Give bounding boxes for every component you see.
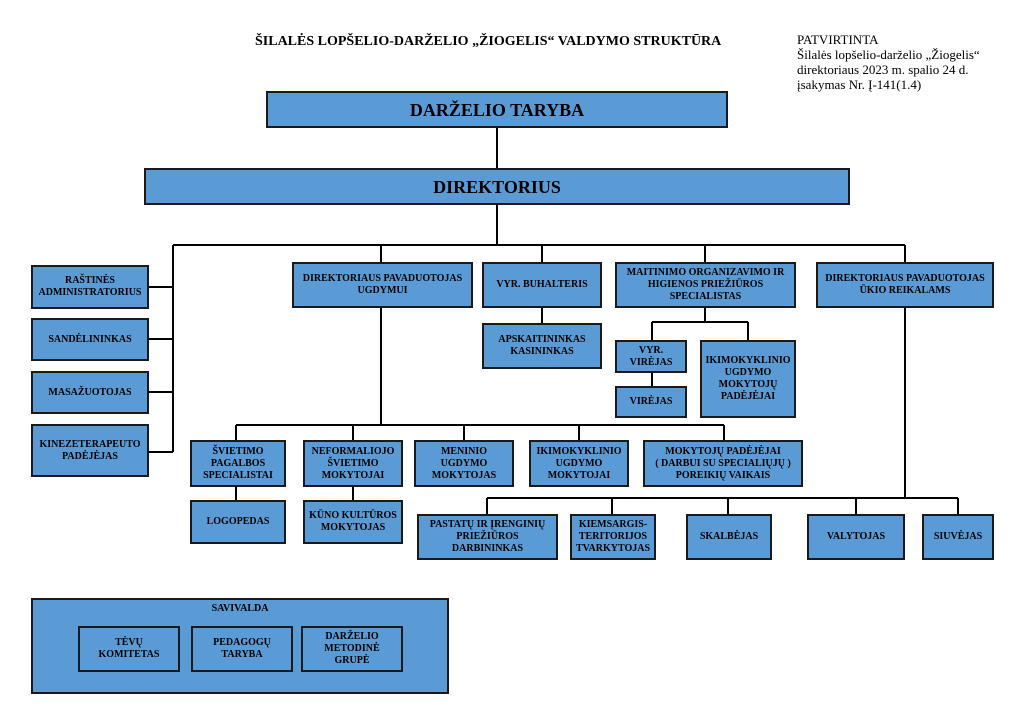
node-direktorius: DIREKTORIUS bbox=[144, 168, 850, 205]
node-svietimo-pagalbos-specialistai: ŠVIETIMO PAGALBOS SPECIALISTAI bbox=[190, 440, 286, 487]
node-skalbejas: SKALBĖJAS bbox=[686, 514, 772, 560]
node-pastatu-prieziuros-darbininkas: PASTATŲ IR ĮRENGINIŲ PRIEŽIŪROS DARBININ… bbox=[417, 514, 558, 560]
node-rastines-administratorius: RAŠTINĖS ADMINISTRATORIUS bbox=[31, 265, 149, 309]
node-vyr-buhalteris: VYR. BUHALTERIS bbox=[482, 262, 602, 308]
node-pavaduotojas-ukio: DIREKTORIAUS PAVADUOTOJAS ŪKIO REIKALAMS bbox=[816, 262, 994, 308]
approval-line-4: įsakymas Nr. Į-141(1.4) bbox=[797, 77, 922, 92]
node-pavaduotojas-ugdymui: DIREKTORIAUS PAVADUOTOJAS UGDYMUI bbox=[292, 262, 473, 308]
node-darzelio-taryba: DARŽELIO TARYBA bbox=[266, 91, 728, 128]
approval-note: PATVIRTINTA Šilalės lopšelio-darželio „Ž… bbox=[797, 32, 1017, 92]
savivalda-pedagogu-taryba: PEDAGOGŲ TARYBA bbox=[191, 626, 293, 672]
node-kuno-kulturos-mokytojas: KŪNO KULTŪROS MOKYTOJAS bbox=[303, 500, 403, 544]
node-sandelininkas: SANDĖLININKAS bbox=[31, 318, 149, 361]
node-kinezeterapeuto-padejejas: KINEZETERAPEUTO PADĖJĖJAS bbox=[31, 424, 149, 477]
node-mokytoju-padejejai-spec: MOKYTOJŲ PADĖJĖJAI ( DARBUI SU SPECIALIŲ… bbox=[643, 440, 803, 487]
approval-line-1: PATVIRTINTA bbox=[797, 32, 879, 47]
node-siuvejas: SIUVĖJAS bbox=[922, 514, 994, 560]
page-title: ŠILALĖS LOPŠELIO-DARŽELIO „ŽIOGELIS“ VAL… bbox=[255, 34, 722, 49]
node-ikimokyklinio-ugdymo-mokytojai: IKIMOKYKLINIO UGDYMO MOKYTOJAI bbox=[529, 440, 629, 487]
savivalda-title: SAVIVALDA bbox=[211, 603, 269, 614]
node-valytojas: VALYTOJAS bbox=[807, 514, 905, 560]
approval-line-3: direktoriaus 2023 m. spalio 24 d. bbox=[797, 62, 969, 77]
node-apskaitininkas-kasininkas: APSKAITININKAS KASININKAS bbox=[482, 323, 602, 369]
node-maitinimo-specialistas: MAITINIMO ORGANIZAVIMO IR HIGIENOS PRIEŽ… bbox=[615, 262, 796, 308]
approval-line-2: Šilalės lopšelio-darželio „Žiogelis“ bbox=[797, 47, 980, 62]
node-kiemsargis: KIEMSARGIS- TERITORIJOS TVARKYTOJAS bbox=[570, 514, 656, 560]
node-logopedas: LOGOPEDAS bbox=[190, 500, 286, 544]
node-meninio-ugdymo-mokytojas: MENINIO UGDYMO MOKYTOJAS bbox=[414, 440, 514, 487]
node-masazuotojas: MASAŽUOTOJAS bbox=[31, 371, 149, 414]
node-neformaliojo-svietimo-mokytojai: NEFORMALIOJO ŠVIETIMO MOKYTOJAI bbox=[303, 440, 403, 487]
node-ikimokyklinio-mokytoju-padejejai: IKIMOKYKLINIO UGDYMO MOKYTOJŲ PADĖJĖJAI bbox=[700, 340, 796, 418]
node-virejas: VIRĖJAS bbox=[615, 386, 687, 418]
node-vyr-virejas: VYR. VIRĖJAS bbox=[615, 340, 687, 373]
savivalda-metodine-grupe: DARŽELIO METODINĖ GRUPĖ bbox=[301, 626, 403, 672]
savivalda-group: SAVIVALDA TĖVŲ KOMITETAS PEDAGOGŲ TARYBA… bbox=[31, 598, 449, 694]
savivalda-tevu-komitetas: TĖVŲ KOMITETAS bbox=[78, 626, 180, 672]
